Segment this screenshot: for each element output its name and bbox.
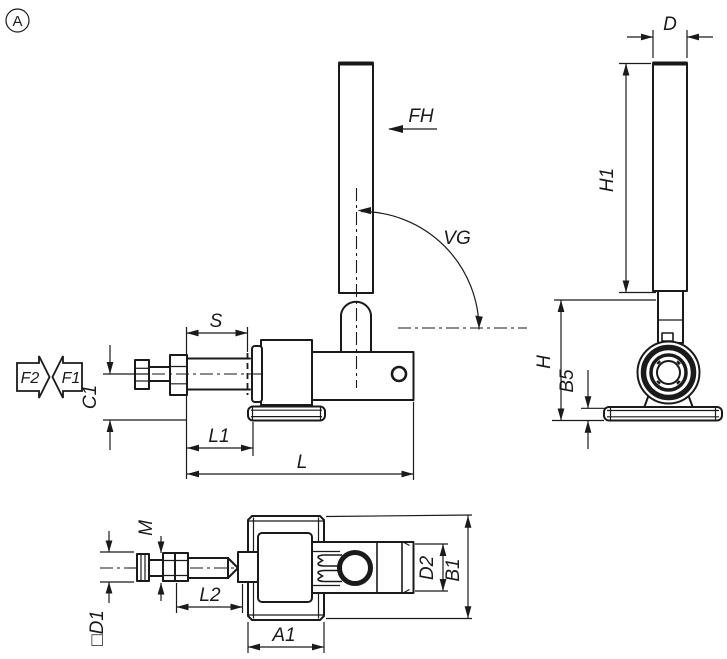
- dim-label-s: S: [210, 311, 223, 332]
- handle-cap-side: [652, 61, 688, 66]
- fork-prong: [317, 569, 342, 583]
- clamp-body: [260, 339, 313, 406]
- dim-label-d1: □D1: [87, 610, 108, 646]
- dim-a1: A1: [247, 622, 325, 653]
- dim-label-vg: VG: [443, 228, 470, 249]
- shaft-notch: [661, 332, 674, 342]
- barrel-outer: [636, 340, 701, 405]
- spindle-shaft-bottom: [148, 559, 164, 577]
- bottom-view: M □D1 L2 A1: [87, 514, 473, 653]
- detail-marker-circle: [5, 8, 30, 33]
- side-view: D H1 H B5: [534, 14, 723, 449]
- dim-d2: D2: [415, 543, 448, 592]
- arm-hole: [390, 365, 408, 383]
- spindle-nut: [169, 354, 188, 396]
- dim-h1: H1: [597, 62, 656, 294]
- dim-label-c1: C1: [80, 385, 101, 409]
- dim-label-fh: FH: [408, 106, 434, 127]
- clamp-arm-bottom: [311, 541, 415, 594]
- force-f2-arrow: [16, 355, 51, 399]
- base-flange-side: [603, 406, 723, 422]
- dim-l: L: [186, 402, 415, 480]
- dim-d1: □D1: [87, 531, 134, 646]
- dim-label-a1: A1: [271, 625, 295, 646]
- dim-c1: C1: [80, 345, 187, 450]
- dim-label-l2: L2: [199, 585, 221, 606]
- dim-label-d: D: [663, 14, 677, 35]
- detail-marker: A: [5, 8, 30, 33]
- front-view: FH VG S C1: [16, 61, 527, 480]
- arm-chamfer: [403, 588, 410, 594]
- dim-fh: FH: [388, 106, 437, 133]
- dim-label-b5: B5: [557, 369, 578, 393]
- force-f1-arrow: [51, 355, 83, 399]
- dim-label-h1: H1: [597, 168, 618, 192]
- square-rod-end: [136, 553, 150, 582]
- spindle-nut-bottom: [162, 552, 176, 582]
- dim-m: M: [136, 520, 165, 601]
- dim-d: D: [627, 14, 713, 58]
- dim-label-h: H: [534, 355, 555, 369]
- detail-marker-label: A: [12, 13, 22, 30]
- rod-cone: [227, 567, 239, 579]
- dim-l2: L2: [175, 583, 244, 613]
- fork-prong: [317, 554, 342, 567]
- dim-vg: VG: [357, 207, 483, 330]
- clamp-body-bottom: [257, 532, 313, 603]
- dim-l1: L1: [185, 394, 254, 479]
- handle-tube: [338, 62, 374, 294]
- dim-label-f1: F1: [62, 370, 81, 387]
- dim-b5: B5: [557, 369, 606, 449]
- dim-label-l: L: [297, 452, 308, 473]
- barrel-ring: [640, 344, 697, 401]
- clamp-arm: [311, 351, 415, 401]
- spindle-sleeve: [237, 551, 259, 583]
- dim-label-f2: F2: [21, 370, 40, 387]
- dim-b1: B1: [325, 514, 473, 620]
- dim-label-m: M: [136, 520, 157, 536]
- dim-h: H: [534, 299, 656, 422]
- dim-label-d2: D2: [417, 555, 438, 580]
- spindle-nut-bottom: [174, 552, 189, 582]
- handle-tube-side: [652, 62, 688, 292]
- force-symbols: F2 F1: [16, 355, 83, 399]
- dim-s: S: [185, 311, 249, 356]
- pivot-hole-bottom: [337, 550, 373, 586]
- dim-label-l1: L1: [208, 426, 229, 447]
- base-flange: [247, 405, 326, 422]
- handle-cap: [338, 61, 374, 66]
- dim-label-b1: B1: [443, 558, 464, 581]
- barrel-hole: [656, 360, 681, 385]
- rod-cone: [227, 557, 239, 569]
- barrel-ring-inner: [649, 353, 688, 392]
- arm-chamfer: [403, 541, 410, 547]
